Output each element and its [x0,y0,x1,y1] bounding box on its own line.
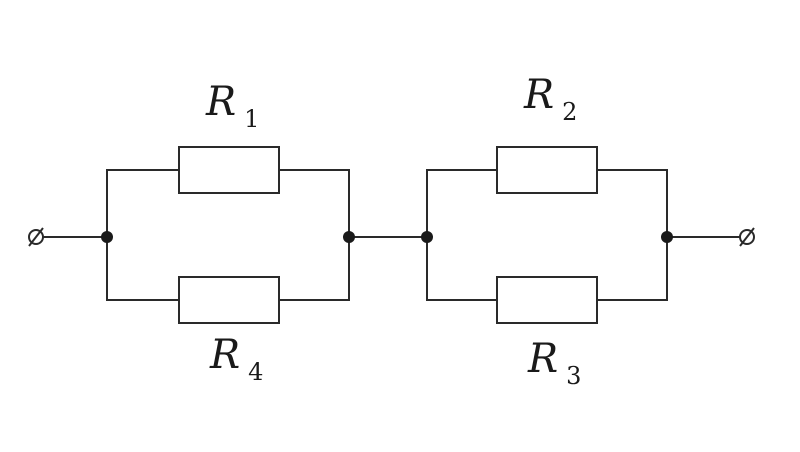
label-r4-subscript: 4 [248,358,263,386]
label-r4-letter: R [209,332,240,378]
label-r2-subscript: 2 [562,98,577,126]
label-r3-letter: R [527,336,558,382]
label-r2-letter: R [523,72,554,118]
resistor-r3 [496,276,598,324]
terminal-right [739,227,755,247]
junction-node-4 [661,231,673,243]
resistor-r4 [178,276,280,324]
terminal-left-slash [28,227,44,247]
junction-node-1 [101,231,113,243]
terminal-left [28,227,44,247]
label-r1-subscript: 1 [244,105,259,133]
resistor-r2 [496,146,598,194]
label-r3-subscript: 3 [566,362,581,390]
terminal-right-slash [739,227,755,247]
junction-node-2 [343,231,355,243]
resistor-r1 [178,146,280,194]
label-r1-letter: R [205,79,236,125]
junction-node-3 [421,231,433,243]
